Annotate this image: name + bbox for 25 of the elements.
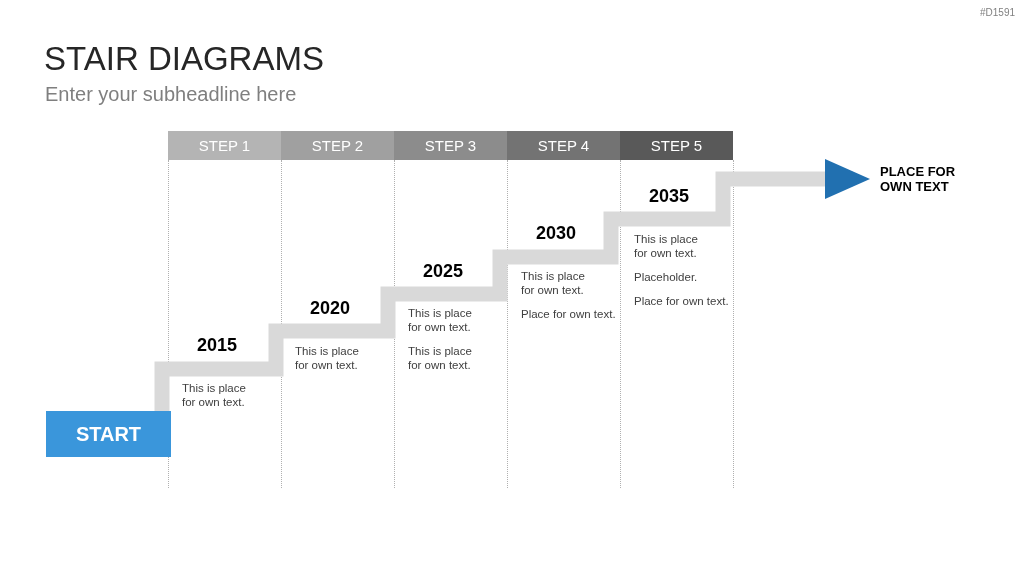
year-label: 2020 [308,297,351,319]
year-label: 2015 [195,334,238,356]
slide-code: #D1591 [979,7,1015,19]
start-box: START [46,411,171,457]
step-header: STEP 1 [168,131,281,160]
step-header: STEP 2 [281,131,394,160]
step-text: Place for own text. [521,307,617,321]
step-text: This is place for own text. [408,344,473,372]
stair-arrow [154,159,870,411]
subheadline: Enter your subheadline here [45,82,297,106]
step-text: This is place for own text. [295,344,360,372]
slide-title: STAIR DIAGRAMS [44,40,324,78]
step-text: Placeholder. [634,270,699,284]
step-header: STEP 4 [507,131,620,160]
step-text: This is place for own text. [634,232,699,260]
year-label: 2030 [534,222,577,244]
year-label: 2025 [421,260,464,282]
step-header: STEP 3 [394,131,507,160]
step-header: STEP 5 [620,131,733,160]
end-label: PLACE FOR OWN TEXT [871,164,960,194]
step-text: This is place for own text. [408,306,473,334]
year-label: 2035 [647,185,690,207]
step-text: Place for own text. [634,294,730,308]
step-text: This is place for own text. [182,381,247,409]
step-text: This is place for own text. [521,269,586,297]
